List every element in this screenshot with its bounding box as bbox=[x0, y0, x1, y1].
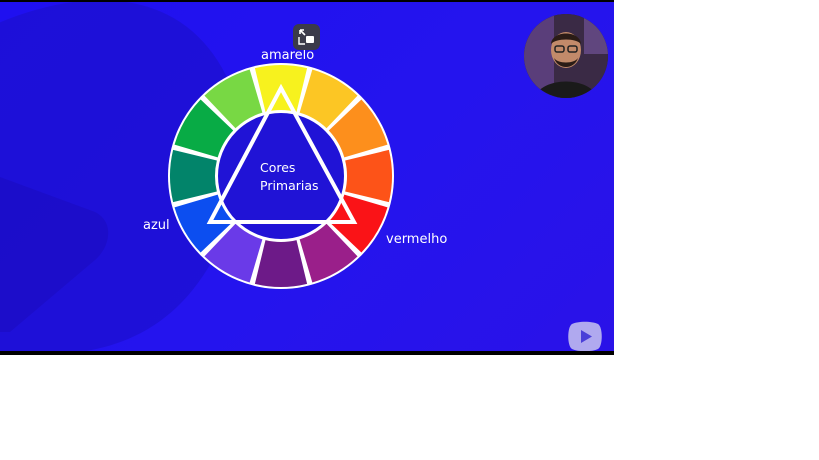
play-logo-icon bbox=[568, 321, 602, 352]
color-wheel bbox=[168, 63, 394, 289]
wheel-segment-red-violet bbox=[299, 223, 358, 283]
presenter-avatar bbox=[524, 14, 608, 98]
wheel-segment-blue-violet bbox=[204, 223, 263, 283]
wheel-segment-violet bbox=[254, 240, 308, 287]
wheel-segment-blue-green bbox=[170, 149, 217, 203]
wheel-segment-green bbox=[174, 99, 234, 158]
center-title-line1: Cores bbox=[260, 160, 296, 175]
background-shapes bbox=[0, 2, 244, 352]
wheel-segment-orange-light bbox=[328, 99, 388, 158]
label-amarelo: amarelo bbox=[261, 48, 315, 63]
primary-colors-triangle bbox=[206, 83, 358, 224]
video-frame[interactable]: amarelo azul vermelho Cores Primarias bbox=[0, 2, 614, 352]
picture-in-picture-icon bbox=[298, 29, 314, 45]
wheel-segment-yellow-green bbox=[204, 69, 263, 129]
wheel-segment-red bbox=[328, 194, 388, 253]
center-title-line2: Primarias bbox=[260, 178, 319, 193]
label-azul: azul bbox=[143, 218, 170, 233]
wheel-segment-orange bbox=[345, 149, 392, 203]
picture-in-picture-button[interactable] bbox=[293, 24, 320, 50]
player-bottom-bar bbox=[0, 351, 614, 355]
wheel-segment-yellow-orange bbox=[299, 69, 358, 129]
label-vermelho: vermelho bbox=[386, 232, 448, 247]
center-title: Cores Primarias bbox=[260, 159, 319, 195]
video-player[interactable]: amarelo azul vermelho Cores Primarias bbox=[0, 0, 614, 355]
presenter-webcam bbox=[524, 14, 608, 98]
